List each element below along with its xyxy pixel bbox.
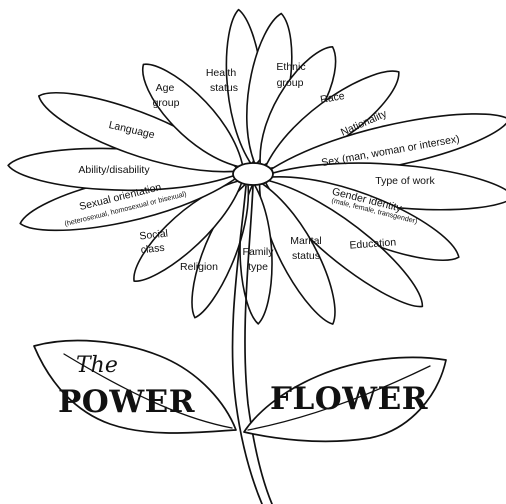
label-marital-status-2: status <box>292 250 320 262</box>
label-marital-status: Marital <box>290 235 322 247</box>
label-ethnic-group: Ethnic <box>276 61 305 73</box>
flower-center <box>233 163 273 185</box>
title-the: The <box>76 353 118 378</box>
label-ability-disability: Ability/disability <box>78 164 150 176</box>
label-religion: Religion <box>180 261 218 273</box>
label-family-type-2: type <box>248 261 268 273</box>
label-ethnic-group-2: group <box>277 77 304 89</box>
label-age-group-2: group <box>153 97 180 109</box>
label-social-class-2: class <box>140 242 165 256</box>
label-family-type: Family <box>243 246 275 258</box>
label-age-group: Age <box>156 82 175 94</box>
label-health-status: Health <box>206 67 237 79</box>
title-flower: FLOWER <box>270 381 428 417</box>
title-power: POWER <box>58 384 195 420</box>
label-health-status-2: status <box>210 82 238 94</box>
label-type-of-work: Type of work <box>375 175 435 187</box>
